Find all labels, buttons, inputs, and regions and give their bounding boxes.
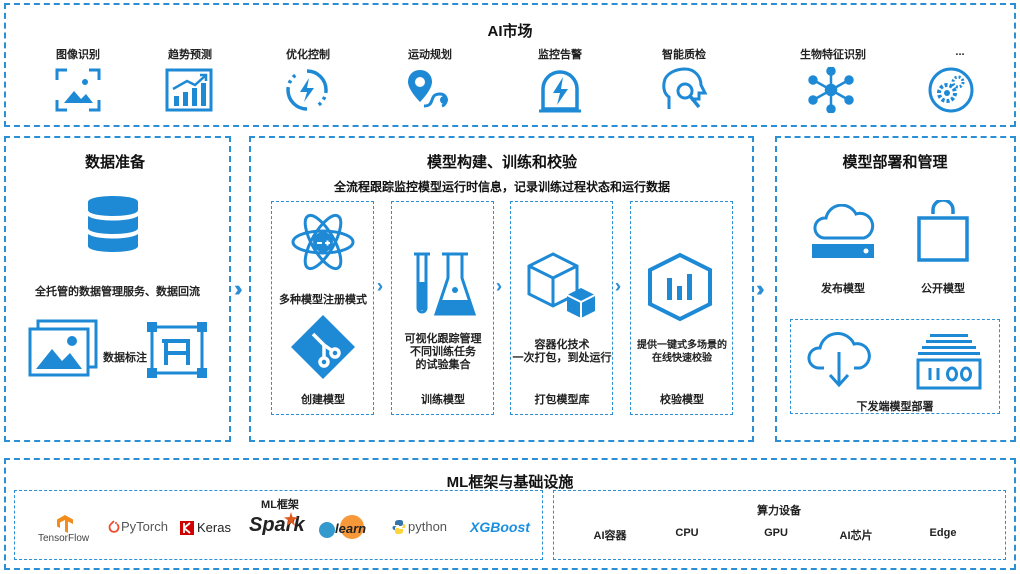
validate-desc-line: 在线快速校验 [652,353,712,364]
tensorflow-label: TensorFlow [38,533,90,544]
pytorch-logo [108,520,120,533]
create-model-card [271,201,374,415]
cloud-download-icon [807,332,871,388]
keras-logo [180,521,194,535]
compute-item: GPU [764,527,788,539]
image-recognition-icon [55,68,101,112]
ai-market-title: AI市场 [487,23,533,40]
validate-model-card [630,201,733,415]
model-build-panel [249,136,754,442]
market-item-label: 生物特征识别 [800,49,866,61]
edge-deploy-label: 下发端模型部署 [856,401,934,413]
model-deploy-title: 模型部署和管理 [842,154,948,171]
model-deploy-panel [775,136,1016,442]
market-item-label: 趋势预测 [168,49,212,61]
python-logo [392,520,406,534]
market-item-label: 图像识别 [56,49,100,61]
text-annotation-icon [147,322,207,378]
compute-item: Edge [929,527,957,539]
picture-icon [28,319,98,377]
market-item-label: 优化控制 [286,49,330,61]
infra-panel [4,458,1016,570]
register-mode-label: 多种模型注册模式 [279,294,367,306]
cube-chart-icon [648,252,712,322]
scikit-learn-label: learn [335,521,367,536]
compute-devices-title: 算力设备 [757,505,801,517]
compute-item: AI容器 [593,530,627,542]
market-item-label: 运动规划 [408,49,452,61]
market-item-label: ... [955,46,965,58]
alarm-icon [539,70,581,113]
trend-chart-icon [165,68,213,112]
shopping-bag-icon [917,200,969,262]
keras-label: Keras [197,520,231,535]
train-desc-line: 可视化跟踪管理 [404,333,482,345]
ml-frameworks-box [14,490,543,560]
data-annotate-label: 数据标注 [103,352,147,364]
route-planning-icon [408,70,448,108]
gears-icon [928,67,974,113]
spark-star-logo [284,512,298,526]
git-branch-icon [291,315,355,379]
python-label: python [408,519,448,534]
public-model-label: 公开模型 [921,283,965,295]
model-build-subtitle: 全流程跟踪监控模型运行时信息，记录训练过程状态和运行数据 [333,180,670,194]
test-tube-flask-icon [414,252,477,316]
train-desc-line: 的试验集合 [415,359,471,371]
package-desc-line: 一次打包，到处运行 [512,352,612,364]
model-build-title: 模型构建、训练和校验 [426,154,577,171]
infra-title: ML框架与基础设施 [446,474,574,491]
create-model-label: 创建模型 [301,394,345,406]
compute-item: CPU [675,527,699,539]
market-item-label: 智能质检 [662,49,706,61]
compute-devices-box [553,490,1006,560]
data-prep-desc: 全托管的数据管理服务、数据回流 [35,286,200,298]
train-model-card [391,201,494,415]
package-desc-line: 容器化技术 [534,339,590,351]
atom-icon [291,213,355,271]
publish-model-label: 发布模型 [821,283,865,295]
edge-deploy-card [790,319,1000,414]
optimization-icon [286,69,328,111]
smart-inspection-icon [662,67,707,109]
data-prep-panel [4,136,231,442]
market-item-label: 监控告警 [538,49,582,61]
ml-frameworks-title: ML框架 [261,499,299,511]
train-desc-line: 不同训练任务 [410,346,476,358]
biometric-network-icon [808,67,854,113]
database-icon [88,196,138,252]
edge-device-icon [916,334,982,390]
cloud-server-icon [812,204,875,258]
pytorch-label: PyTorch [121,519,168,534]
compute-item: AI芯片 [839,530,873,542]
container-cubes-icon [527,252,596,318]
train-model-label: 训练模型 [421,394,465,406]
tensorflow-logo [57,515,73,533]
flow-arrow-icon: ›› [756,276,764,301]
validate-model-label: 校验模型 [660,394,704,406]
xgboost-label: XGBoost [470,519,530,535]
package-model-card [510,201,613,415]
validate-desc-line: 提供一键式多场景的 [637,340,727,351]
scikit-learn-logo [319,515,364,539]
data-prep-title: 数据准备 [84,154,145,171]
flow-arrow-icon: ›› [234,276,242,301]
ai-market-panel [4,3,1016,127]
package-model-label: 打包模型库 [534,394,590,406]
